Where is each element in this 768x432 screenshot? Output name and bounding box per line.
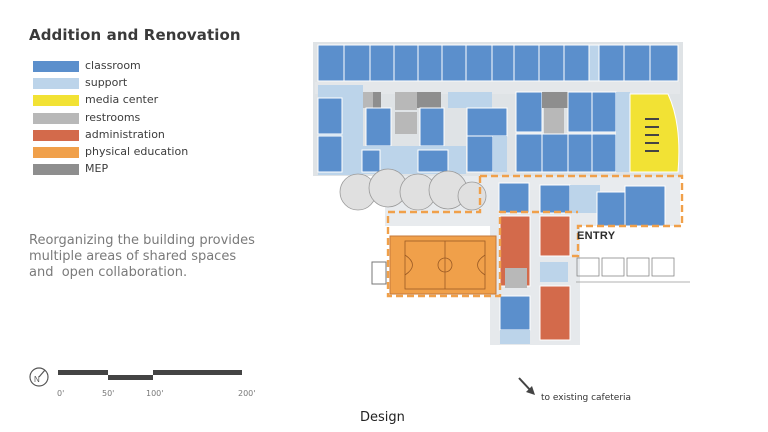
- addition-boundary: [386, 174, 684, 298]
- scale-bar: N: [29, 367, 242, 387]
- south-central-block: [498, 182, 666, 227]
- scale-label: 200': [238, 389, 256, 398]
- legend-swatch: [33, 129, 79, 141]
- entry-label: ENTRY: [577, 230, 616, 242]
- legend-label: media center: [85, 93, 159, 107]
- legend-label: physical education: [85, 144, 189, 158]
- legend-swatch: [33, 95, 79, 107]
- legend-label: classroom: [85, 59, 141, 72]
- legend-swatch: [33, 146, 79, 158]
- scale-label: 100': [146, 389, 164, 398]
- legend-swatch: [33, 61, 79, 72]
- description-line: Reorganizing the building provides: [29, 233, 255, 248]
- administration-wing: [499, 215, 571, 344]
- legend-label: administration: [85, 127, 165, 141]
- description: Reorganizing the building provides multi…: [29, 233, 279, 281]
- legend-swatch: [33, 112, 79, 124]
- legend-swatch: [33, 78, 79, 90]
- page-title: Addition and Renovation: [29, 26, 241, 44]
- entry-parking: [576, 257, 690, 283]
- svg-text:N: N: [34, 375, 40, 384]
- scale-segment: [108, 375, 153, 380]
- east-wing: [515, 91, 630, 173]
- description-line: multiple areas of shared spaces: [29, 249, 237, 264]
- classroom-row-top: [317, 44, 679, 82]
- legend-swatch: [33, 164, 79, 176]
- cafeteria-label: to existing cafeteria: [541, 393, 632, 403]
- scale-segment: [153, 370, 242, 375]
- gymnasium: [371, 235, 497, 295]
- media-center: [629, 93, 680, 173]
- cafeteria-arrow-icon: [518, 377, 535, 395]
- legend-label: support: [85, 76, 128, 90]
- north-arrow-icon: N: [29, 367, 49, 387]
- legend-label: restrooms: [85, 110, 141, 124]
- scale-label: 50': [102, 389, 115, 398]
- description-line: and open collaboration.: [29, 265, 188, 280]
- legend-label: MEP: [85, 162, 109, 176]
- slide-caption: Design: [360, 410, 405, 425]
- scale-label: 0': [57, 389, 65, 398]
- west-wing: [317, 85, 508, 175]
- scale-segment: [58, 370, 108, 375]
